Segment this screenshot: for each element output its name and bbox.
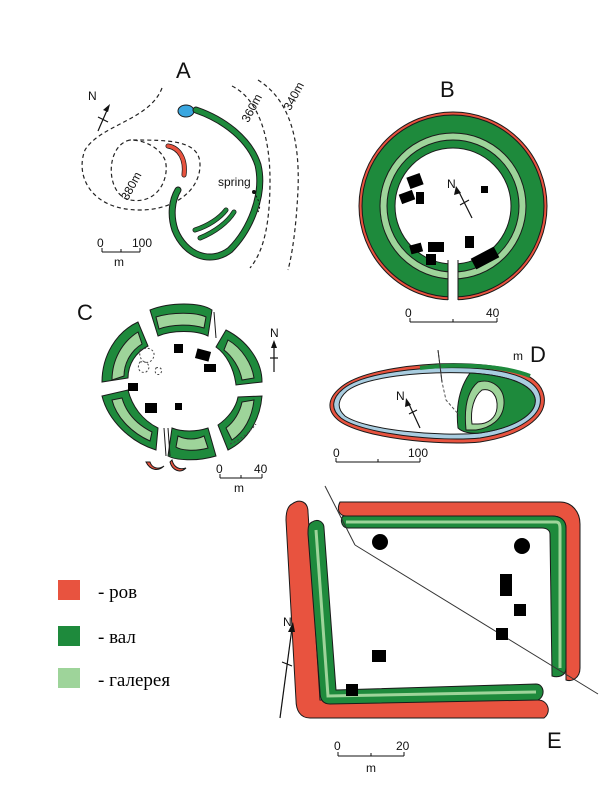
building <box>481 186 488 193</box>
rectangular-fort-rampart <box>307 515 567 705</box>
building <box>398 189 416 205</box>
panel-e-letter: E <box>547 728 562 753</box>
panel-c-scale-zero: 0 <box>216 462 223 476</box>
panel-a-ramparts <box>165 106 264 261</box>
panel-a-scale-zero: 0 <box>97 236 104 250</box>
building <box>145 403 157 413</box>
contour-label-380: 380m <box>118 169 144 202</box>
ring-fort <box>358 111 548 302</box>
panel-c-scale-bar <box>219 474 263 479</box>
spring-label: spring <box>218 175 251 189</box>
building <box>346 684 358 696</box>
contour-line <box>231 85 271 269</box>
contour-label-360: 360m <box>238 92 264 125</box>
panel-b-scale-bar <box>409 318 498 323</box>
north-label: N <box>396 389 405 403</box>
building <box>426 254 436 265</box>
panel-e: E <box>279 485 599 775</box>
legend-item-ditch: - ров <box>58 580 137 603</box>
round-building <box>372 534 388 550</box>
panel-a-north-arrow: N <box>88 89 110 132</box>
panel-a-scale-bar <box>101 248 141 253</box>
north-label: N <box>283 615 292 629</box>
panel-d-north-arrow: N <box>396 389 421 429</box>
legend-label-ditch: - ров <box>98 582 137 603</box>
panel-a-letter: A <box>176 58 191 83</box>
boundary-line <box>324 485 356 546</box>
gates <box>163 311 217 457</box>
building <box>175 403 182 410</box>
panel-e-north-arrow: N <box>279 615 295 719</box>
panel-d: D m N 0 <box>329 342 546 463</box>
legend-label-gallery: - галерея <box>98 670 170 691</box>
building <box>406 172 424 190</box>
panel-b-scale-zero: 0 <box>405 306 412 320</box>
building <box>496 628 508 640</box>
panel-e-scale-unit: m <box>366 761 376 775</box>
panel-d-scale-end: 100 <box>408 446 428 460</box>
panel-b: B N <box>358 77 548 323</box>
building <box>194 348 212 362</box>
rectangular-fort-gallery <box>314 520 562 698</box>
dashed-features <box>137 347 257 445</box>
contour-line <box>257 79 299 271</box>
panel-a-scale-unit: m <box>114 255 124 269</box>
building <box>470 246 500 270</box>
legend-swatch-ditch <box>58 580 80 600</box>
rectangular-fort-ditch <box>285 500 581 719</box>
panel-e-scale-end: 20 <box>396 739 410 753</box>
legend-swatch-gallery <box>58 668 80 688</box>
buildings <box>128 344 216 413</box>
panel-c-scale-unit: m <box>234 481 244 495</box>
panel-c-letter: C <box>77 300 93 325</box>
panel-e-scale-bar <box>337 752 405 757</box>
panel-d-letter: D <box>530 342 546 367</box>
building <box>409 242 424 255</box>
panel-a-contours <box>81 79 299 271</box>
contour-line <box>81 87 201 211</box>
north-label: N <box>447 177 456 191</box>
panel-d-unit-top: m <box>513 349 523 363</box>
panel-d-scale-zero: 0 <box>333 446 340 460</box>
contour-label-340: 340m <box>280 80 306 113</box>
panel-c-scale-end: 40 <box>254 462 268 476</box>
building <box>416 192 424 204</box>
panel-b-north-arrow: N <box>447 177 473 219</box>
panel-c-north-arrow: N <box>270 326 279 372</box>
panel-c: C <box>77 300 279 495</box>
building <box>372 650 386 662</box>
panel-a: A 380m 360m 340m spring <box>81 58 307 271</box>
building <box>128 383 138 391</box>
ditch-crescents <box>145 459 187 472</box>
legend-item-gallery: - галерея <box>58 668 170 691</box>
contour-line <box>110 139 167 202</box>
round-building <box>514 538 530 554</box>
panel-a-scale-end: 100 <box>132 236 152 250</box>
legend-swatch-rampart <box>58 626 80 646</box>
buildings <box>398 172 500 270</box>
building <box>514 604 526 616</box>
segmented-ring-fort <box>101 303 263 461</box>
panel-b-letter: B <box>440 77 455 102</box>
panel-e-scale-zero: 0 <box>334 739 341 753</box>
gate-gap <box>448 260 458 302</box>
building <box>465 236 474 248</box>
panel-d-scale-bar <box>335 458 421 463</box>
legend: - ров - вал - галерея <box>58 580 170 691</box>
building <box>204 364 216 372</box>
building <box>174 344 183 353</box>
north-label: N <box>270 326 279 340</box>
building <box>428 242 444 252</box>
buildings <box>346 534 530 696</box>
north-label: N <box>88 89 97 103</box>
elongated-fort <box>329 363 545 444</box>
building <box>500 574 512 596</box>
legend-item-rampart: - вал <box>58 626 136 648</box>
spring-pool <box>177 104 195 118</box>
legend-label-rampart: - вал <box>98 627 136 648</box>
panel-b-scale-end: 40 <box>486 306 500 320</box>
